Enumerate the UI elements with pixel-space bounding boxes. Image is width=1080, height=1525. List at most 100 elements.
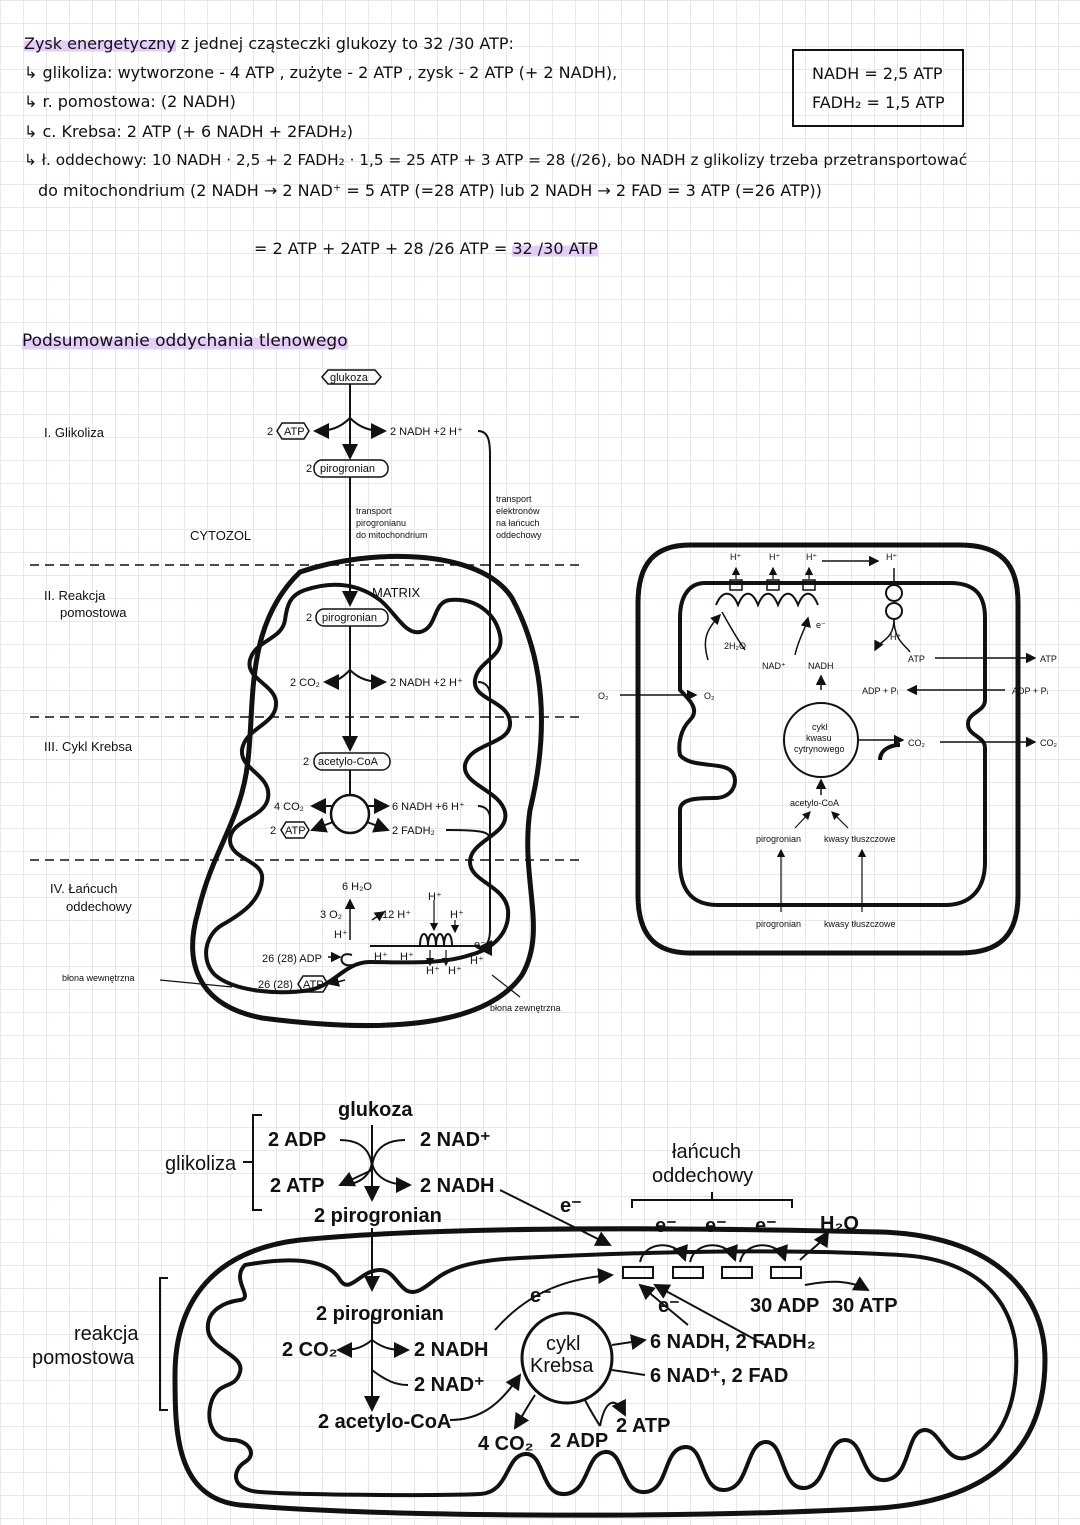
diagram-3 xyxy=(159,1114,1048,1518)
svg-text:ATP: ATP xyxy=(285,825,306,837)
pirogronian-1: pirogronian xyxy=(320,463,375,475)
svg-text:H⁺: H⁺ xyxy=(886,552,897,562)
o2-in: O₂ xyxy=(704,691,715,701)
svg-text:cykl: cykl xyxy=(812,722,828,732)
krebsa-3: Krebsa xyxy=(530,1355,594,1377)
krebs-circle xyxy=(329,793,371,835)
atp-2-3: 2 ATP xyxy=(616,1415,670,1437)
adp-in: ADP + Pᵢ xyxy=(862,686,898,696)
svg-text:na łańcuch: na łańcuch xyxy=(496,518,540,528)
diagram-2 xyxy=(620,542,1037,956)
sum-line: = 2 ATP + 2ATP + 28 /26 ATP = 32 /30 ATP xyxy=(254,239,598,258)
stage-glikoliza: I. Glikoliza xyxy=(44,425,105,440)
atp-out: ATP xyxy=(1040,654,1057,664)
pirogronian-3b: 2 pirogronian xyxy=(316,1303,444,1325)
krebs-line: ↳ c. Krebsa: 2 ATP (+ 6 NADH + 2FADH₂) xyxy=(24,122,353,141)
inner-membrane-3 xyxy=(205,1249,1019,1498)
svg-text:H⁺: H⁺ xyxy=(400,951,414,963)
svg-text:26 (28): 26 (28) xyxy=(258,979,293,991)
nadh-2-top: 2 NADH xyxy=(420,1175,494,1197)
nadh-ratio: NADH = 2,5 ATP xyxy=(812,64,943,83)
ratio-box: NADH = 2,5 ATP FADH₂ = 1,5 ATP xyxy=(792,49,964,127)
h2o-3: H₂O xyxy=(820,1213,859,1235)
svg-text:H⁺: H⁺ xyxy=(334,929,348,941)
pirogronian-out: pirogronian xyxy=(756,919,801,929)
svg-text:do mitochondrium: do mitochondrium xyxy=(356,530,428,540)
svg-text:2: 2 xyxy=(306,463,312,475)
lancuch-3: łańcuch xyxy=(672,1141,741,1163)
co2-4: 4 CO₂ xyxy=(274,801,304,813)
blona-zewnetrzna: błona zewnętrzna xyxy=(490,1003,561,1013)
svg-text:2: 2 xyxy=(270,825,276,837)
o2-out: O₂ xyxy=(598,691,609,701)
svg-text:H⁺: H⁺ xyxy=(374,951,388,963)
inner-membrane xyxy=(204,582,512,995)
svg-text:2: 2 xyxy=(303,756,309,768)
acetylo-pill xyxy=(313,752,391,771)
stage-lancuch: IV. Łańcuch xyxy=(50,881,117,896)
glukoza-3: glukoza xyxy=(338,1099,413,1121)
svg-text:ATP: ATP xyxy=(303,979,324,991)
citric-cycle-circle xyxy=(783,702,859,778)
svg-text:2: 2 xyxy=(267,426,273,438)
stage-pomostowa: pomostowa xyxy=(60,605,127,620)
adp-2-top: 2 ADP xyxy=(268,1129,326,1151)
acetylo-label: acetylo-CoA xyxy=(318,756,379,768)
svg-text:elektronów: elektronów xyxy=(496,506,540,516)
atp-30: 30 ATP xyxy=(832,1295,898,1317)
svg-text:H⁺: H⁺ xyxy=(890,632,901,642)
diagram-1 xyxy=(30,369,585,1029)
kwasy-in: kwasy tłuszczowe xyxy=(824,834,896,844)
oddechowy-3: oddechowy xyxy=(652,1165,753,1187)
nad-2: NAD⁺ xyxy=(762,661,786,671)
nad-6-3: 6 NAD⁺, 2 FAD xyxy=(650,1365,788,1387)
sum-text: = 2 ATP + 2ATP + 28 /26 ATP = xyxy=(254,239,513,258)
pirogronian-2: pirogronian xyxy=(322,612,377,624)
svg-text:H⁺: H⁺ xyxy=(806,552,817,562)
svg-text:transport: transport xyxy=(356,506,392,516)
svg-text:kwasu: kwasu xyxy=(806,733,832,743)
svg-text:e⁻: e⁻ xyxy=(755,1215,777,1237)
svg-text:oddechowy: oddechowy xyxy=(496,530,542,540)
pomostowa-line: ↳ r. pomostowa: (2 NADH) xyxy=(24,92,236,111)
svg-text:pirogronianu: pirogronianu xyxy=(356,518,406,528)
acetylo-2: acetylo-CoA xyxy=(790,798,839,808)
atp-in: ATP xyxy=(908,654,925,664)
co2-out: CO₂ xyxy=(1040,738,1058,748)
nadh-6: 6 NADH +6 H⁺ xyxy=(392,801,465,813)
adp-out: ADP + Pᵢ xyxy=(1012,686,1048,696)
atp-label: ATP xyxy=(284,426,305,438)
glukoza-label: glukoza xyxy=(330,372,369,384)
energy-yield-title: Zysk energetyczny z jednej cząsteczki gl… xyxy=(24,34,514,53)
fadh-ratio: FADH₂ = 1,5 ATP xyxy=(812,93,945,112)
nadh-pomostowa: 2 NADH +2 H⁺ xyxy=(390,677,463,689)
svg-text:cytrynowego: cytrynowego xyxy=(794,744,845,754)
cykl-3: cykl xyxy=(546,1333,580,1355)
h2o-2: 2H₂O xyxy=(724,641,746,651)
nad-3b: 2 NAD⁺ xyxy=(414,1374,485,1396)
pomostowa-3: pomostowa xyxy=(32,1347,135,1369)
adp-30: 30 ADP xyxy=(750,1295,819,1317)
nadh-3b: 2 NADH xyxy=(414,1339,488,1361)
diagram-3-labels: glukoza glikoliza 2 ADP 2 NAD⁺ 2 ATP 2 N… xyxy=(32,1099,898,1455)
glikoliza-line: ↳ glikoliza: wytworzone - 4 ATP , zużyte… xyxy=(24,63,618,82)
svg-text:H⁺: H⁺ xyxy=(730,552,741,562)
svg-text:e⁻: e⁻ xyxy=(816,620,826,630)
stage-oddechowy: oddechowy xyxy=(66,899,132,914)
svg-text:H⁺: H⁺ xyxy=(426,965,440,977)
pirogronian-pill-2 xyxy=(315,608,389,627)
h2o-label: 6 H₂O xyxy=(342,881,372,893)
diagram-2-labels: H⁺ H⁺ H⁺ H⁺ e⁻ H⁺ 2H₂O NAD⁺ NADH O₂ O₂ A… xyxy=(598,552,1058,929)
fadh2-2: 2 FADH₂ xyxy=(392,825,435,837)
adp-2-3: 2 ADP xyxy=(550,1430,608,1452)
adp-26: 26 (28) ADP xyxy=(262,953,322,965)
krebs-circle-3 xyxy=(520,1311,614,1405)
stage-reakcja: II. Reakcja xyxy=(44,588,106,603)
co2-3: 2 CO₂ xyxy=(282,1339,338,1361)
svg-text:e⁻: e⁻ xyxy=(560,1195,582,1217)
title-rest: z jednej cząsteczki glukozy to 32 /30 AT… xyxy=(175,34,514,53)
nad-2-top: 2 NAD⁺ xyxy=(420,1129,491,1151)
nadh-2: NADH xyxy=(808,661,834,671)
svg-text:e⁻: e⁻ xyxy=(705,1215,727,1237)
